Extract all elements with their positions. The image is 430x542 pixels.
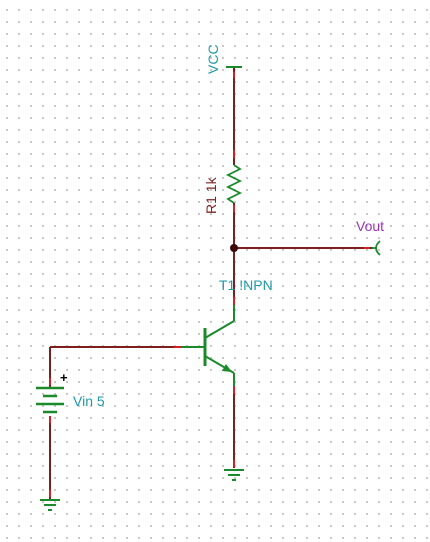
ground-left[interactable] [40,499,60,511]
vout-terminal[interactable]: Vout [356,218,384,256]
battery-plus-sign: + [60,370,68,385]
voltage-source-vin[interactable]: + Vin 5 [36,370,105,414]
transistor-t1[interactable]: T1 !NPN [180,277,273,386]
transistor-emitter-arrow-icon [222,364,232,372]
vout-arrow [375,240,381,256]
resistor-zigzag [225,164,243,204]
vcc-label: VCC [205,44,221,74]
vout-label: Vout [356,218,384,234]
ground-right[interactable] [224,469,244,481]
wires [49,68,373,500]
transistor-label: T1 !NPN [219,277,273,293]
junction-node[interactable] [230,244,238,252]
pin-markers [49,72,370,497]
voltage-source-label: Vin 5 [73,393,105,409]
resistor-r1[interactable]: R1 1k [203,150,243,214]
vcc-supply[interactable]: VCC [205,44,242,74]
transistor-collector-lead [204,320,235,339]
resistor-label: R1 1k [203,176,219,214]
